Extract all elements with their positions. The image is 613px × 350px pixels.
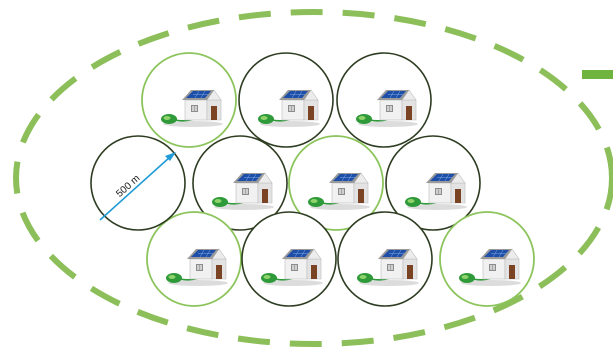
house-cell <box>238 52 334 148</box>
house-cell <box>336 52 432 148</box>
house-cell <box>141 52 237 148</box>
radius-arrow-head <box>165 152 176 161</box>
accent-bar <box>582 70 613 79</box>
house-cell <box>241 211 337 307</box>
house-cell <box>439 211 535 307</box>
house-cell <box>146 211 242 307</box>
house-cell <box>385 135 481 231</box>
house-cell <box>337 211 433 307</box>
radius-arrow <box>99 156 171 221</box>
house-cells <box>141 52 535 307</box>
radius-circle: 500 m <box>90 135 186 231</box>
boundary-dashed-ellipse <box>13 9 613 347</box>
house-cell <box>288 135 384 231</box>
house-cell <box>192 135 288 231</box>
